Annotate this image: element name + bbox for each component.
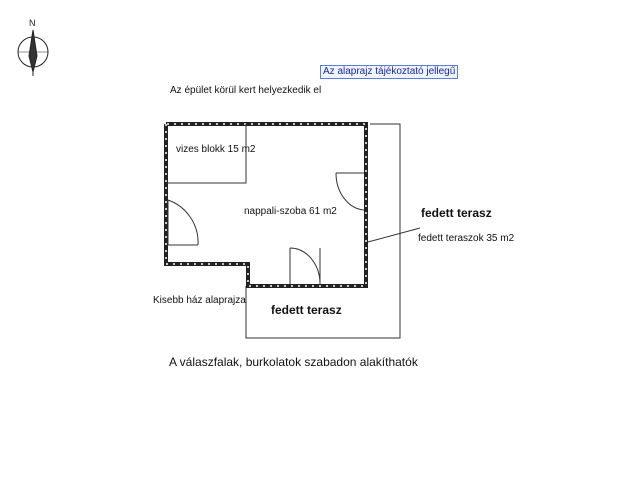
north-label: N (29, 18, 36, 28)
informative-note: Az alaprajz tájékoztató jellegű (320, 65, 459, 79)
north-arrow-icon (17, 29, 49, 76)
garden-note: Az épület körül kert helyezkedik el (170, 85, 322, 96)
terrace-leader-line (367, 227, 421, 243)
living-room-label: nappali-szoba 61 m2 (244, 206, 337, 217)
door-right (335, 172, 365, 211)
plan-caption: Kisebb ház alaprajza (153, 295, 246, 306)
bathroom-partition (166, 124, 247, 184)
bathroom-label: vizes blokk 15 m2 (176, 144, 256, 155)
door-bottom (289, 247, 321, 285)
door-left (167, 199, 199, 246)
wall-hatching (165, 123, 367, 287)
terrace-title-bottom: fedett terasz (271, 303, 342, 317)
terrace-outlines (245, 123, 401, 339)
footer-note: A válaszfalak, burkolatok szabadon alakí… (169, 355, 418, 369)
terrace-area-label: fedett teraszok 35 m2 (418, 233, 515, 244)
terrace-title-right: fedett terasz (421, 206, 492, 220)
